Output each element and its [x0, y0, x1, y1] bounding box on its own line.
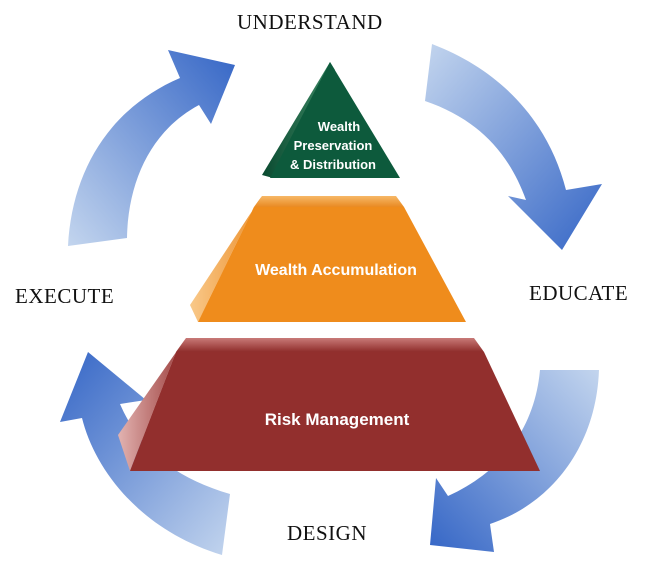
cycle-arrow-top-left [68, 50, 235, 246]
tier-middle-front-face [198, 207, 466, 322]
tier-bottom-front-face [130, 352, 540, 471]
label-design: DESIGN [287, 521, 367, 545]
tier-top-front-face [270, 62, 400, 178]
label-execute: EXECUTE [15, 284, 115, 308]
tier-wealth-accumulation: Wealth Accumulation [190, 196, 466, 322]
tier-bottom-top-face [176, 338, 484, 352]
tier-middle-top-face [254, 196, 404, 207]
tier-middle-left-face [190, 196, 262, 322]
cycle-arrow-top-right [425, 44, 602, 250]
tier-top-label-line3: & Distribution [290, 157, 376, 172]
tier-bottom-left-face [118, 338, 186, 471]
tier-middle-label: Wealth Accumulation [255, 262, 417, 279]
label-understand: UNDERSTAND [237, 10, 383, 34]
tier-top-label-line2: Preservation [294, 138, 373, 153]
tier-risk-management: Risk Management [118, 338, 540, 471]
tier-bottom-label: Risk Management [265, 410, 410, 429]
label-educate: EDUCATE [529, 281, 629, 305]
tier-wealth-preservation: Wealth Preservation & Distribution [262, 62, 400, 178]
tier-top-label-line1: Wealth [318, 119, 360, 134]
